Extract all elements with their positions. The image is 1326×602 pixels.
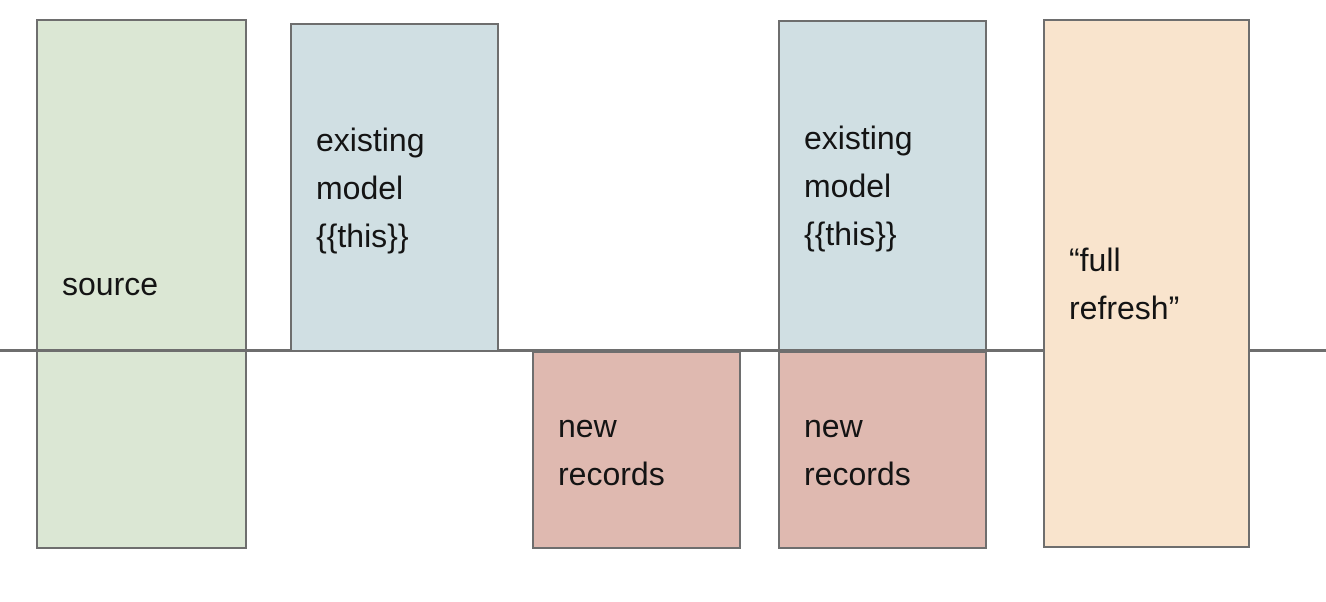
- full-refresh-box: “full refresh”: [1043, 19, 1250, 548]
- new-records-box-1-label: new records: [558, 408, 665, 492]
- baseline-divider: [0, 349, 1326, 352]
- new-records-box-2-label: new records: [804, 408, 911, 492]
- full-refresh-box-label: “full refresh”: [1069, 241, 1180, 326]
- new-records-box-1: new records: [532, 351, 741, 549]
- source-box-label: source: [62, 266, 159, 302]
- existing-model-box-1-label: existing model {{this}}: [316, 121, 425, 254]
- new-records-box-2: new records: [778, 351, 987, 549]
- existing-model-box-1: existing model {{this}}: [290, 23, 499, 352]
- existing-model-box-2-label: existing model {{this}}: [804, 119, 913, 252]
- source-box: source: [36, 19, 247, 549]
- existing-model-box-2: existing model {{this}}: [778, 20, 987, 351]
